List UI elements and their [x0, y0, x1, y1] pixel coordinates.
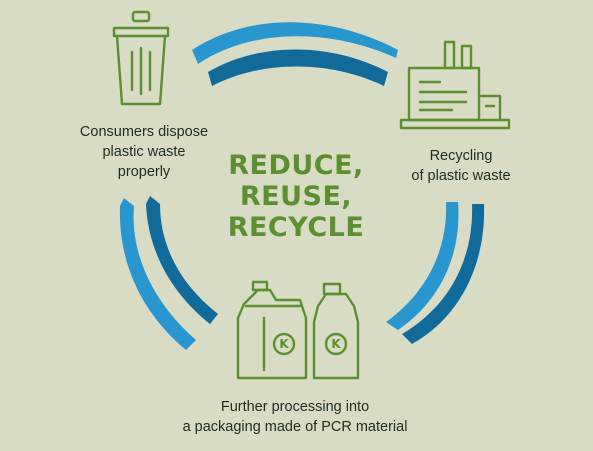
title-line-3: RECYCLE	[227, 212, 365, 243]
plastic-canister-icon	[236, 280, 308, 380]
plastic-bottle-icon	[312, 282, 360, 380]
brand-mark-icons: K K	[279, 337, 341, 351]
top-arrow-outer	[192, 22, 398, 64]
left-arrow-outer	[119, 198, 196, 350]
title-line-2: REUSE,	[239, 181, 353, 212]
right-arrow-pair	[386, 202, 485, 344]
recycling-step-label: Recycling of plastic waste	[395, 146, 527, 186]
right-arrow-outer	[386, 202, 459, 330]
processing-line-1: Further processing into	[220, 399, 370, 415]
left-arrow-inner	[146, 196, 218, 324]
recycling-line-1: Recycling	[429, 148, 493, 164]
bottle-brand-mark: K	[331, 337, 341, 351]
recycling-line-2: of plastic waste	[411, 168, 511, 184]
right-arrow-inner	[402, 204, 485, 344]
processing-line-2: a packaging made of PCR material	[182, 419, 408, 435]
consumers-line-3: properly	[117, 164, 171, 180]
trash-bin-icon	[112, 10, 170, 106]
top-arrow-pair	[192, 22, 398, 86]
title-line-1: REDUCE,	[228, 150, 364, 181]
top-arrow-inner	[208, 49, 388, 86]
consumers-line-2: plastic waste	[102, 144, 186, 160]
canister-brand-mark: K	[279, 337, 289, 351]
consumers-line-1: Consumers dispose	[79, 124, 209, 140]
left-arrow-pair	[119, 196, 218, 350]
cycle-title: REDUCE, REUSE, RECYCLE	[205, 150, 387, 243]
consumers-step-label: Consumers dispose plastic waste properly	[58, 122, 230, 182]
processing-step-label: Further processing into a packaging made…	[145, 397, 445, 437]
recycling-plant-icon	[399, 40, 511, 130]
